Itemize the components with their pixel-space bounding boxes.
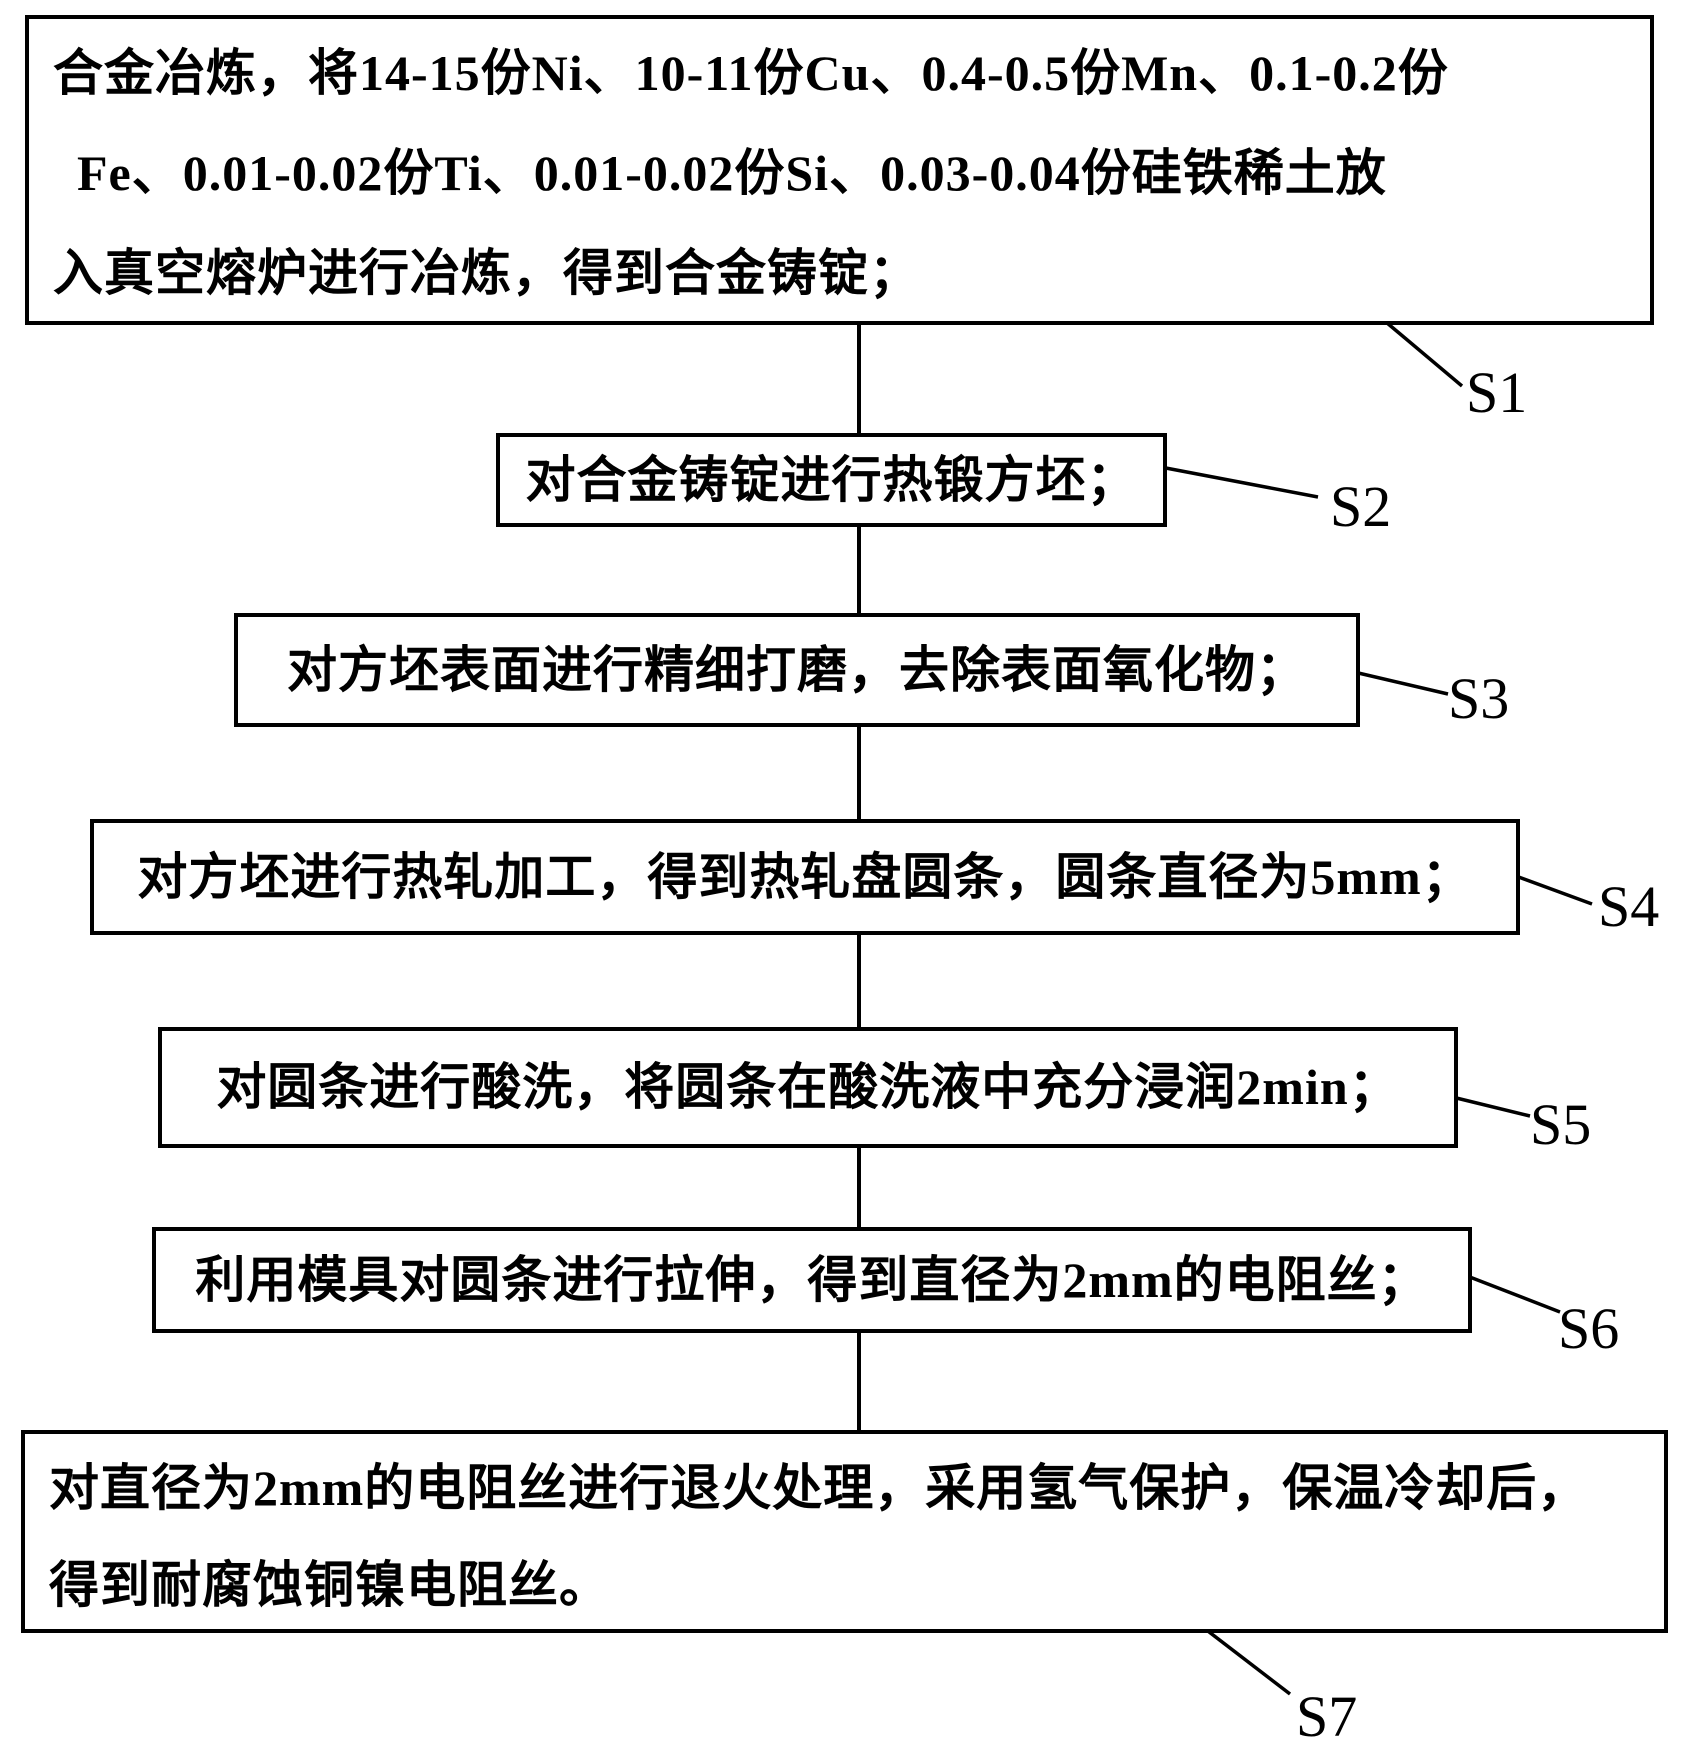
step-s4-text: 对方坯进行热轧加工，得到热轧盘圆条，圆条直径为5mm； bbox=[137, 848, 1473, 905]
step-box-s2: 对合金铸锭进行热锻方坯； bbox=[496, 433, 1167, 527]
step-box-s7: 对直径为2mm的电阻丝进行退火处理，采用氢气保护，保温冷却后， 得到耐腐蚀铜镍电… bbox=[21, 1430, 1668, 1633]
leader-line-s6 bbox=[1461, 1272, 1561, 1314]
step-box-s1: 合金冶炼，将14-15份Ni、10-11份Cu、0.4-0.5份Mn、0.1-0… bbox=[25, 15, 1654, 325]
step-box-s3: 对方坯表面进行精细打磨，去除表面氧化物； bbox=[234, 613, 1360, 727]
step-label-s5: S5 bbox=[1530, 1092, 1592, 1157]
step-s1-text-line-1: 合金冶炼，将14-15份Ni、10-11份Cu、0.4-0.5份Mn、0.1-0… bbox=[53, 45, 1449, 101]
step-s7-text-line-1: 对直径为2mm的电阻丝进行退火处理，采用氢气保护，保温冷却后， bbox=[49, 1460, 1589, 1516]
step-label-s1: S1 bbox=[1466, 360, 1528, 425]
step-label-s6: S6 bbox=[1558, 1296, 1620, 1361]
step-s1-text-line-3: 入真空熔炉进行冶炼，得到合金铸锭； bbox=[53, 245, 920, 301]
step-box-s5: 对圆条进行酸洗，将圆条在酸洗液中充分浸润2min； bbox=[158, 1027, 1458, 1148]
step-s2-text: 对合金铸锭进行热锻方坯； bbox=[525, 451, 1138, 508]
step-s1-text-line-2: Fe、0.01-0.02份Ti、0.01-0.02份Si、0.03-0.04份硅… bbox=[77, 145, 1387, 201]
step-s6-text: 利用模具对圆条进行拉伸，得到直径为2mm的电阻丝； bbox=[195, 1251, 1429, 1308]
step-box-s4: 对方坯进行热轧加工，得到热轧盘圆条，圆条直径为5mm； bbox=[90, 819, 1520, 935]
step-label-s7: S7 bbox=[1296, 1684, 1358, 1749]
step-label-s3: S3 bbox=[1448, 666, 1510, 731]
step-label-s2: S2 bbox=[1330, 474, 1392, 539]
step-box-s6: 利用模具对圆条进行拉伸，得到直径为2mm的电阻丝； bbox=[152, 1227, 1472, 1333]
leader-line-s2 bbox=[1149, 463, 1319, 499]
step-s7-text-line-2: 得到耐腐蚀铜镍电阻丝。 bbox=[49, 1557, 610, 1613]
step-s3-text: 对方坯表面进行精细打磨，去除表面氧化物； bbox=[287, 641, 1307, 698]
step-s5-text: 对圆条进行酸洗，将圆条在酸洗液中充分浸润2min； bbox=[216, 1059, 1400, 1115]
step-label-s4: S4 bbox=[1598, 874, 1660, 939]
